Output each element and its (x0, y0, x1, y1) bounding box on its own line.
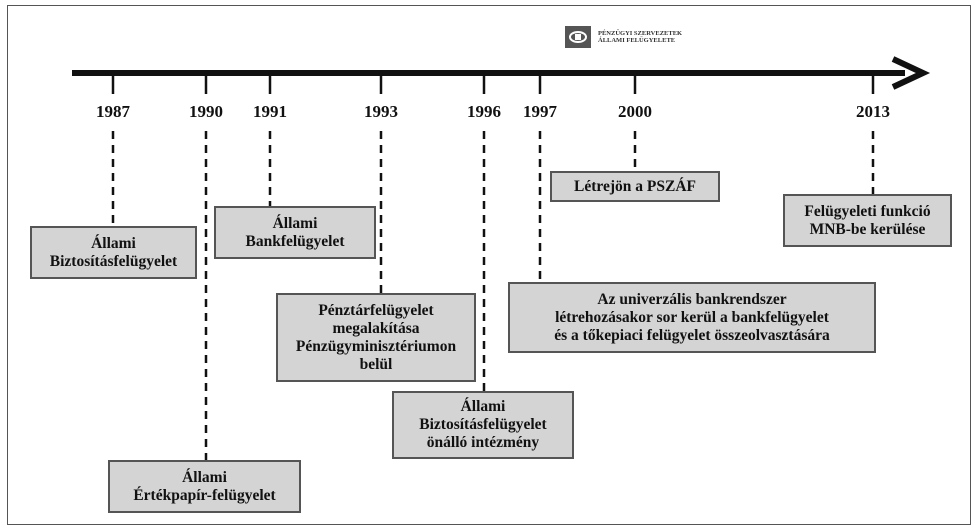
event-text-1987: Állami Biztosításfelügyelet (49, 234, 178, 270)
psz-logo-text: PÉNZÜGYI SZERVEZETEK ÁLLAMI FELÜGYELETE (598, 30, 682, 45)
year-label-2000: 2000 (618, 102, 652, 121)
event-text-1990: Állami Értékpapír-felügyelet (133, 468, 276, 504)
event-text-2000: Létrejön a PSZÁF (574, 177, 696, 195)
event-text-2013: Felügyeleti funkció MNB-be kerülése (804, 202, 931, 238)
event-text-1996: Állami Biztosításfelügyelet önálló intéz… (419, 398, 547, 451)
event-box-2013: Felügyeleti funkció MNB-be kerülése (783, 194, 952, 247)
year-label-1991: 1991 (253, 102, 287, 121)
timeline-arrowhead (891, 56, 931, 90)
event-box-1987: Állami Biztosításfelügyelet (30, 226, 197, 279)
event-box-1993: Pénztárfelügyelet megalakítása Pénzügymi… (276, 293, 476, 382)
event-box-2000: Létrejön a PSZÁF (550, 171, 720, 202)
logo-line-1: PÉNZÜGYI SZERVEZETEK (598, 29, 683, 37)
year-label-1996: 1996 (467, 102, 501, 121)
year-label-2013: 2013 (856, 102, 890, 121)
psz-logo-icon (565, 26, 591, 48)
figure-frame (7, 5, 971, 525)
psz-logo: PÉNZÜGYI SZERVEZETEK ÁLLAMI FELÜGYELETE (565, 26, 682, 48)
event-text-1997: Az univerzális bankrendszer létrehozásak… (554, 290, 830, 344)
event-box-1996: Állami Biztosításfelügyelet önálló intéz… (392, 391, 574, 459)
year-label-1987: 1987 (96, 102, 130, 121)
event-text-1991: Állami Bankfelügyelet (245, 214, 345, 250)
event-box-1997: Az univerzális bankrendszer létrehozásak… (508, 282, 876, 353)
year-label-1997: 1997 (523, 102, 557, 121)
logo-line-2: ÁLLAMI FELÜGYELETE (598, 37, 676, 44)
year-label-1990: 1990 (189, 102, 223, 121)
event-text-1993: Pénztárfelügyelet megalakítása Pénzügymi… (295, 301, 457, 373)
event-box-1991: Állami Bankfelügyelet (214, 206, 376, 259)
event-box-1990: Állami Értékpapír-felügyelet (108, 460, 301, 513)
year-label-1993: 1993 (364, 102, 398, 121)
